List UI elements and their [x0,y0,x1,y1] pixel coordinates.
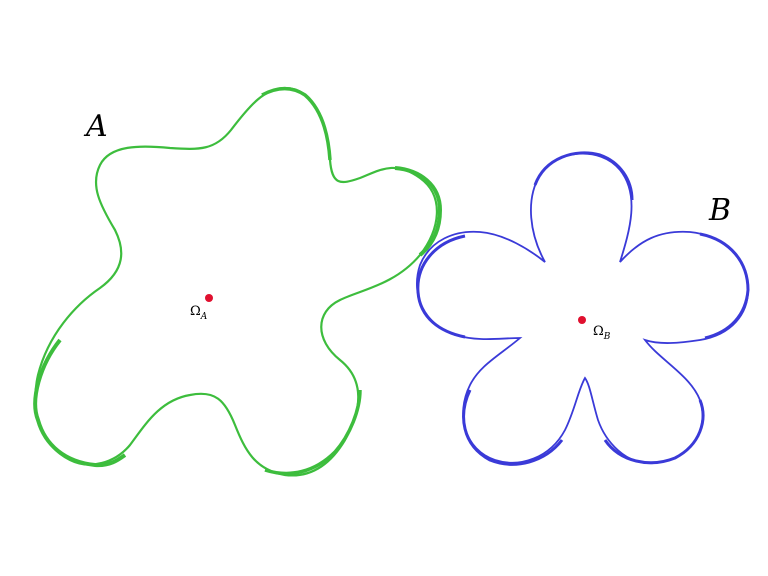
shape-a: ΩA A [33,86,443,477]
shape-a-thick-left [33,338,127,468]
shape-b-thick-left [416,234,466,339]
shape-b-outline [416,152,749,464]
shape-b-label: B [708,193,731,228]
shape-b-thick-bottom-left [462,389,564,466]
shape-b-thick-right [699,232,750,340]
shape-a-label: A [83,109,108,144]
shape-b-thick-top [533,151,634,201]
omega-a-center-dot [205,294,213,302]
omega-b-subscript: B [603,332,611,342]
omega-a-subscript: A [200,312,208,322]
omega-a-label: ΩA [190,304,208,322]
shape-a-thick-bottom [264,389,362,476]
shape-a-outline [34,86,438,477]
shape-a-thick-top [261,86,332,161]
omega-a-symbol: Ω [190,304,201,319]
omega-b-center-dot [578,316,586,324]
shape-a-thick-right [394,166,443,257]
shape-b-thick-bottom-right [603,399,705,465]
omega-b-label: ΩB [593,324,611,342]
shape-b: ΩB B [416,151,750,466]
omega-b-symbol: Ω [593,324,604,339]
